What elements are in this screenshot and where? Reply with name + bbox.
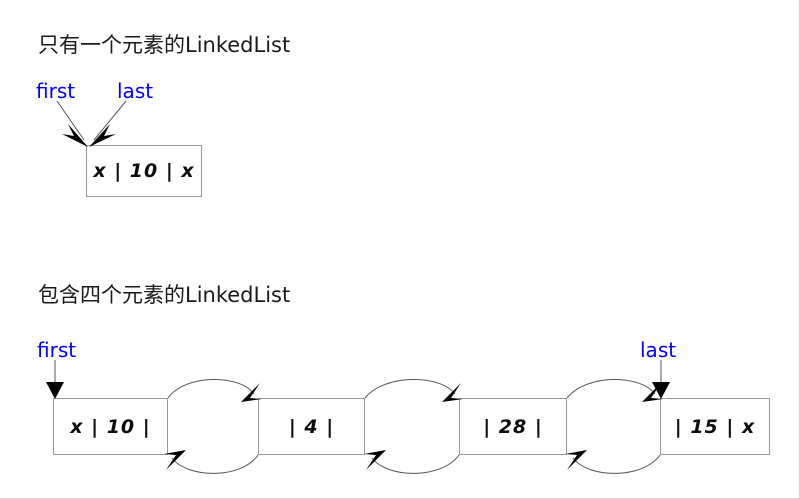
pointer-label-first-single: first [36, 79, 76, 103]
list-node-four-0-text: x | 10 | [70, 415, 151, 438]
pointer-arrow-first-single [56, 100, 88, 147]
section-title-four-elements: 包含四个元素的LinkedList [38, 283, 291, 307]
pointer-label-last-four: last [640, 338, 677, 362]
node-connector-2-3 [565, 378, 663, 474]
list-node-four-3: | 15 | x [660, 398, 770, 455]
pointer-arrow-last-four [652, 360, 670, 399]
pointer-label-first-four: first [37, 338, 77, 362]
list-node-single-0-text: x | 10 | x [93, 160, 195, 182]
section-title-single-element: 只有一个元素的LinkedList [38, 33, 291, 57]
list-node-four-3-text: | 15 | x [674, 415, 756, 438]
list-node-four-1: | 4 | [258, 398, 365, 455]
pointer-arrow-last-single [89, 100, 127, 147]
list-node-four-1-text: | 4 | [288, 415, 335, 438]
node-connector-0-1 [164, 378, 262, 474]
pointer-arrow-first-four [46, 360, 64, 399]
pointer-label-last-single: last [117, 79, 154, 103]
node-connector-1-2 [364, 378, 463, 474]
list-node-four-2-text: | 28 | [483, 415, 543, 438]
list-node-four-2: | 28 | [459, 398, 567, 455]
list-node-single-0: x | 10 | x [86, 145, 202, 197]
list-node-four-0: x | 10 | [53, 398, 168, 455]
